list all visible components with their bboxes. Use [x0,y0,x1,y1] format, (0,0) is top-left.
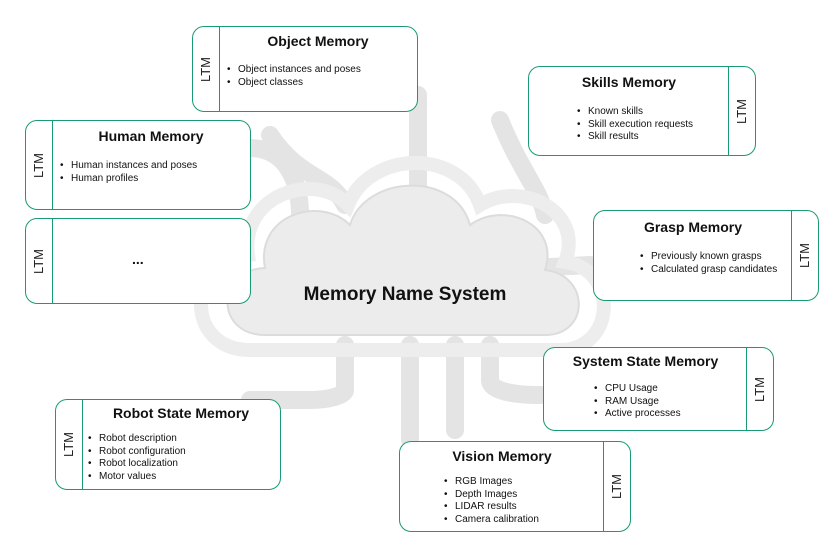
more-memories-box[interactable]: LTM ... [25,218,251,304]
system-state-memory-list: CPU Usage RAM Usage Active processes [594,383,747,421]
list-item: RAM Usage [594,396,747,409]
list-item: Skill execution requests [577,119,729,132]
list-item: Human profiles [60,173,250,186]
memory-cloud [226,184,580,336]
grasp-ltm-label: LTM [791,211,818,300]
list-item: RGB Images [444,476,604,489]
human-memory-box[interactable]: LTM Human Memory Human instances and pos… [25,120,251,210]
pipe-bottom-left [241,336,354,409]
robot-state-memory-list: Robot description Robot configuration Ro… [88,433,280,483]
list-item: LIDAR results [444,501,604,514]
object-memory-box[interactable]: LTM Object Memory Object instances and p… [192,26,418,112]
list-item: Human instances and poses [60,160,250,173]
object-memory-list: Object instances and poses Object classe… [227,64,417,89]
memory-name-system-title: Memory Name System [303,284,507,305]
vision-ltm-label: LTM [603,442,630,531]
human-ltm-label: LTM [26,121,53,209]
list-item: Object classes [227,77,417,90]
list-item: Robot localization [88,458,280,471]
grasp-memory-box[interactable]: LTM Grasp Memory Previously known grasps… [593,210,819,301]
object-memory-title: Object Memory [267,33,369,49]
vision-memory-title: Vision Memory [452,448,552,464]
skills-memory-title: Skills Memory [581,74,677,90]
list-item: Object instances and poses [227,64,417,77]
skills-ltm-label: LTM [728,67,755,155]
list-item: Depth Images [444,489,604,502]
pipe-left-upper [241,139,309,224]
list-item: Calculated grasp candidates [640,264,792,277]
list-item: Motor values [88,471,280,484]
vision-memory-list: RGB Images Depth Images LIDAR results Ca… [444,476,604,526]
list-item: Active processes [594,408,747,421]
list-item: Camera calibration [444,514,604,527]
list-item: Skill results [577,131,729,144]
vision-memory-box[interactable]: LTM Vision Memory RGB Images Depth Image… [399,441,631,532]
more-ellipsis: ... [132,251,144,267]
robot-state-memory-title: Robot State Memory [112,405,250,421]
list-item: Robot configuration [88,446,280,459]
system-ltm-label: LTM [746,348,773,430]
system-state-memory-box[interactable]: LTM System State Memory CPU Usage RAM Us… [543,347,774,431]
robot-state-memory-box[interactable]: LTM Robot State Memory Robot description… [55,399,281,490]
list-item: Robot description [88,433,280,446]
more-ltm-label: LTM [26,219,53,303]
list-item: CPU Usage [594,383,747,396]
grasp-memory-title: Grasp Memory [643,219,743,235]
object-ltm-label: LTM [193,27,220,111]
human-memory-title: Human Memory [98,128,204,144]
robot-ltm-label: LTM [56,400,83,489]
pipe-bottom-right [481,336,549,404]
system-state-memory-title: System State Memory [572,353,719,369]
human-memory-list: Human instances and poses Human profiles [60,160,250,185]
list-item: Previously known grasps [640,251,792,264]
skills-memory-list: Known skills Skill execution requests Sk… [577,106,729,144]
list-item: Known skills [577,106,729,119]
skills-memory-box[interactable]: LTM Skills Memory Known skills Skill exe… [528,66,756,156]
grasp-memory-list: Previously known grasps Calculated grasp… [640,251,792,276]
